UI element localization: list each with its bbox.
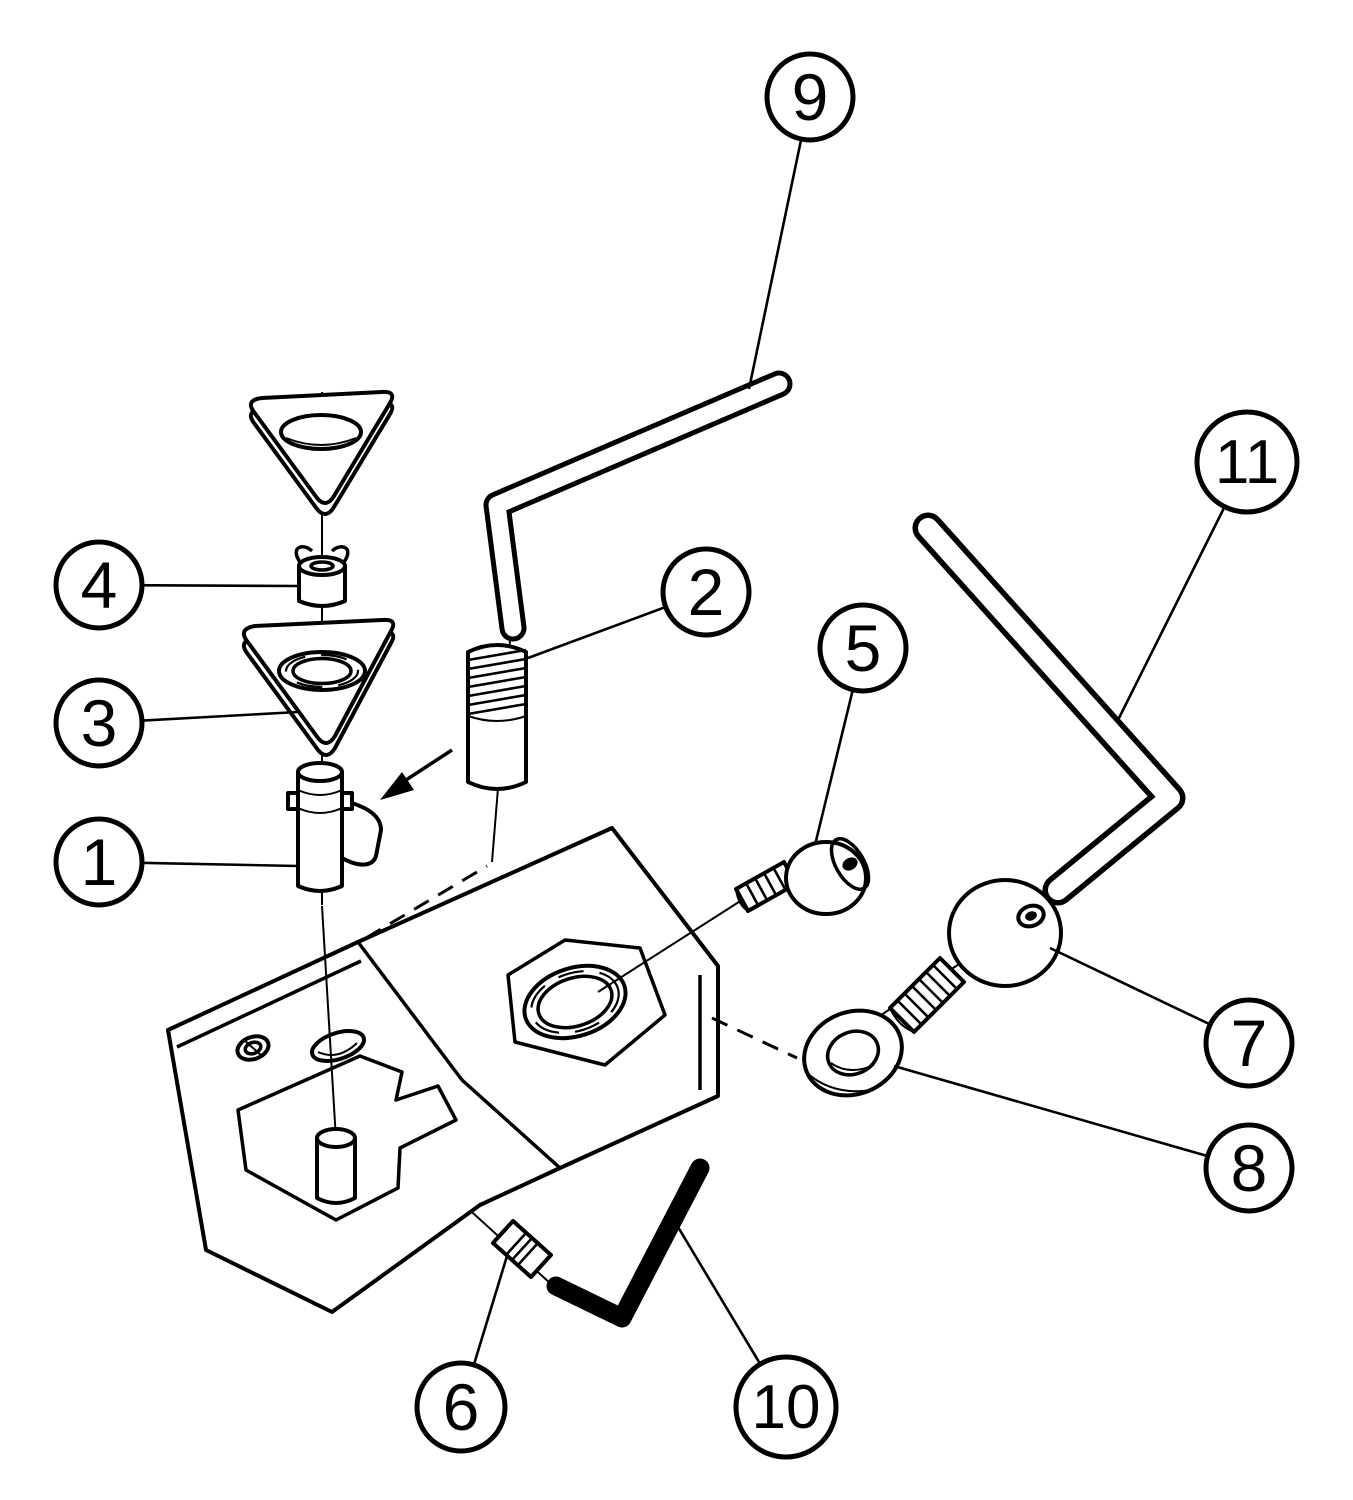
part-5-screw: [734, 837, 871, 916]
callout-4-label: 4: [81, 548, 118, 622]
part-10-hex-key: [546, 1158, 710, 1328]
tool-body: [166, 826, 743, 1314]
callout-2: 2: [660, 546, 752, 638]
callout-8-label: 8: [1231, 1131, 1268, 1205]
callout-1-label: 1: [81, 825, 118, 899]
callout-9-label: 9: [792, 60, 829, 134]
body-silhouette: [166, 826, 720, 1314]
callout-7-label: 7: [1231, 1006, 1268, 1080]
direction-arrow: [380, 748, 453, 800]
insert-pocket: [236, 1054, 458, 1222]
leader-line-8: [893, 1064, 1250, 1170]
body-grub-screw: [235, 1034, 271, 1062]
part-2-stud: [466, 643, 528, 791]
spare-insert: [248, 389, 395, 516]
callout-1: 1: [53, 816, 145, 908]
part-8-washer: [802, 1008, 904, 1098]
callout-6-label: 6: [443, 1370, 480, 1444]
part-6-set-screw: [491, 1219, 553, 1279]
callout-8: 8: [1203, 1122, 1295, 1214]
part-7-ball-screw: [888, 878, 1063, 1034]
callout-11: 11: [1194, 409, 1300, 515]
callout-3-label: 3: [81, 686, 118, 760]
callout-10: 10: [733, 1354, 839, 1460]
part-3-insert: [241, 617, 396, 757]
callout-2-label: 2: [688, 555, 725, 629]
part-1-clamp: [286, 761, 383, 893]
threaded-hole: [522, 963, 628, 1041]
callout-3: 3: [53, 677, 145, 769]
callout-11-label: 11: [1215, 428, 1279, 497]
recess-outline: [506, 938, 667, 1067]
body-clamp-slot: [310, 1029, 366, 1063]
part-4-clip: [294, 545, 350, 608]
callout-5-label: 5: [845, 611, 882, 685]
callout-6: 6: [414, 1360, 508, 1454]
callout-5: 5: [817, 602, 909, 694]
leader-line-9: [747, 96, 812, 390]
callout-4: 4: [53, 539, 145, 631]
clamp-pin: [315, 1127, 357, 1205]
callout-7: 7: [1203, 997, 1295, 1089]
part-9-hex-key: [483, 370, 793, 642]
part-11-hex-key: [912, 512, 1186, 906]
callout-10-label: 10: [752, 1373, 821, 1442]
hidden-lines: [365, 864, 798, 1060]
callout-9: 9: [764, 51, 856, 143]
